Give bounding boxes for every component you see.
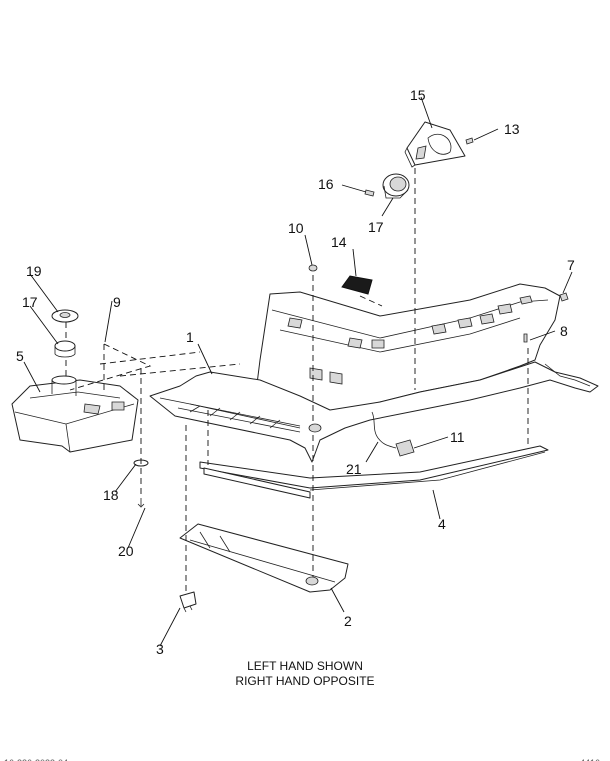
part-20-fastener (137, 498, 145, 508)
part-21-harness (371, 411, 379, 439)
callout-9: 9 (113, 294, 121, 310)
callout-1: 1 (186, 329, 194, 345)
part-2-floor-mat (179, 523, 349, 593)
part-8-fastener (523, 333, 528, 343)
part-14-pad (341, 275, 373, 295)
part-7-screw (559, 292, 569, 302)
callout-20: 20 (118, 543, 134, 559)
part-17-speaker-upper (382, 173, 410, 199)
callout-11: 11 (450, 429, 465, 445)
part-19-cap (51, 309, 79, 323)
part-17-speaker-lower (54, 340, 76, 358)
callout-19: 19 (26, 263, 42, 279)
footer-page-code: 4416 (580, 758, 600, 761)
part-1-trim-panel (149, 283, 599, 463)
callout-17b: 17 (22, 294, 38, 310)
callout-17a: 17 (368, 219, 384, 235)
callout-5: 5 (16, 348, 24, 364)
part-4-seal-strip (199, 445, 549, 499)
assembly-lines (65, 168, 529, 595)
note-line-1: LEFT HAND SHOWN (247, 659, 363, 673)
callout-7: 7 (567, 257, 575, 273)
callout-numbers: 15 13 16 17 14 10 7 8 1 9 19 17 5 18 20 … (16, 87, 575, 657)
footer-drawing-number: 16-226-2023-04 (4, 758, 68, 761)
callout-13: 13 (504, 121, 520, 137)
footer: 16-226-2023-04 4416 (4, 758, 600, 761)
callout-8: 8 (560, 323, 568, 339)
callout-10: 10 (288, 220, 304, 236)
part-13-screw (465, 137, 474, 145)
callout-16: 16 (318, 176, 334, 192)
part-3-clip (179, 591, 197, 613)
note-line-2: RIGHT HAND OPPOSITE (235, 674, 374, 688)
callout-14: 14 (331, 234, 347, 250)
callout-2: 2 (344, 613, 352, 629)
callout-3: 3 (156, 641, 164, 657)
leader-lines (23, 96, 573, 647)
callout-15: 15 (410, 87, 426, 103)
orientation-note: LEFT HAND SHOWN RIGHT HAND OPPOSITE (235, 659, 374, 688)
callout-21: 21 (346, 461, 362, 477)
part-16-screw (364, 189, 375, 197)
part-15-bracket (404, 121, 466, 168)
part-11-connector (377, 437, 415, 457)
callout-4: 4 (438, 516, 446, 532)
part-5-reservoir (11, 375, 139, 453)
part-10-clip (308, 264, 318, 272)
callout-18: 18 (103, 487, 119, 503)
